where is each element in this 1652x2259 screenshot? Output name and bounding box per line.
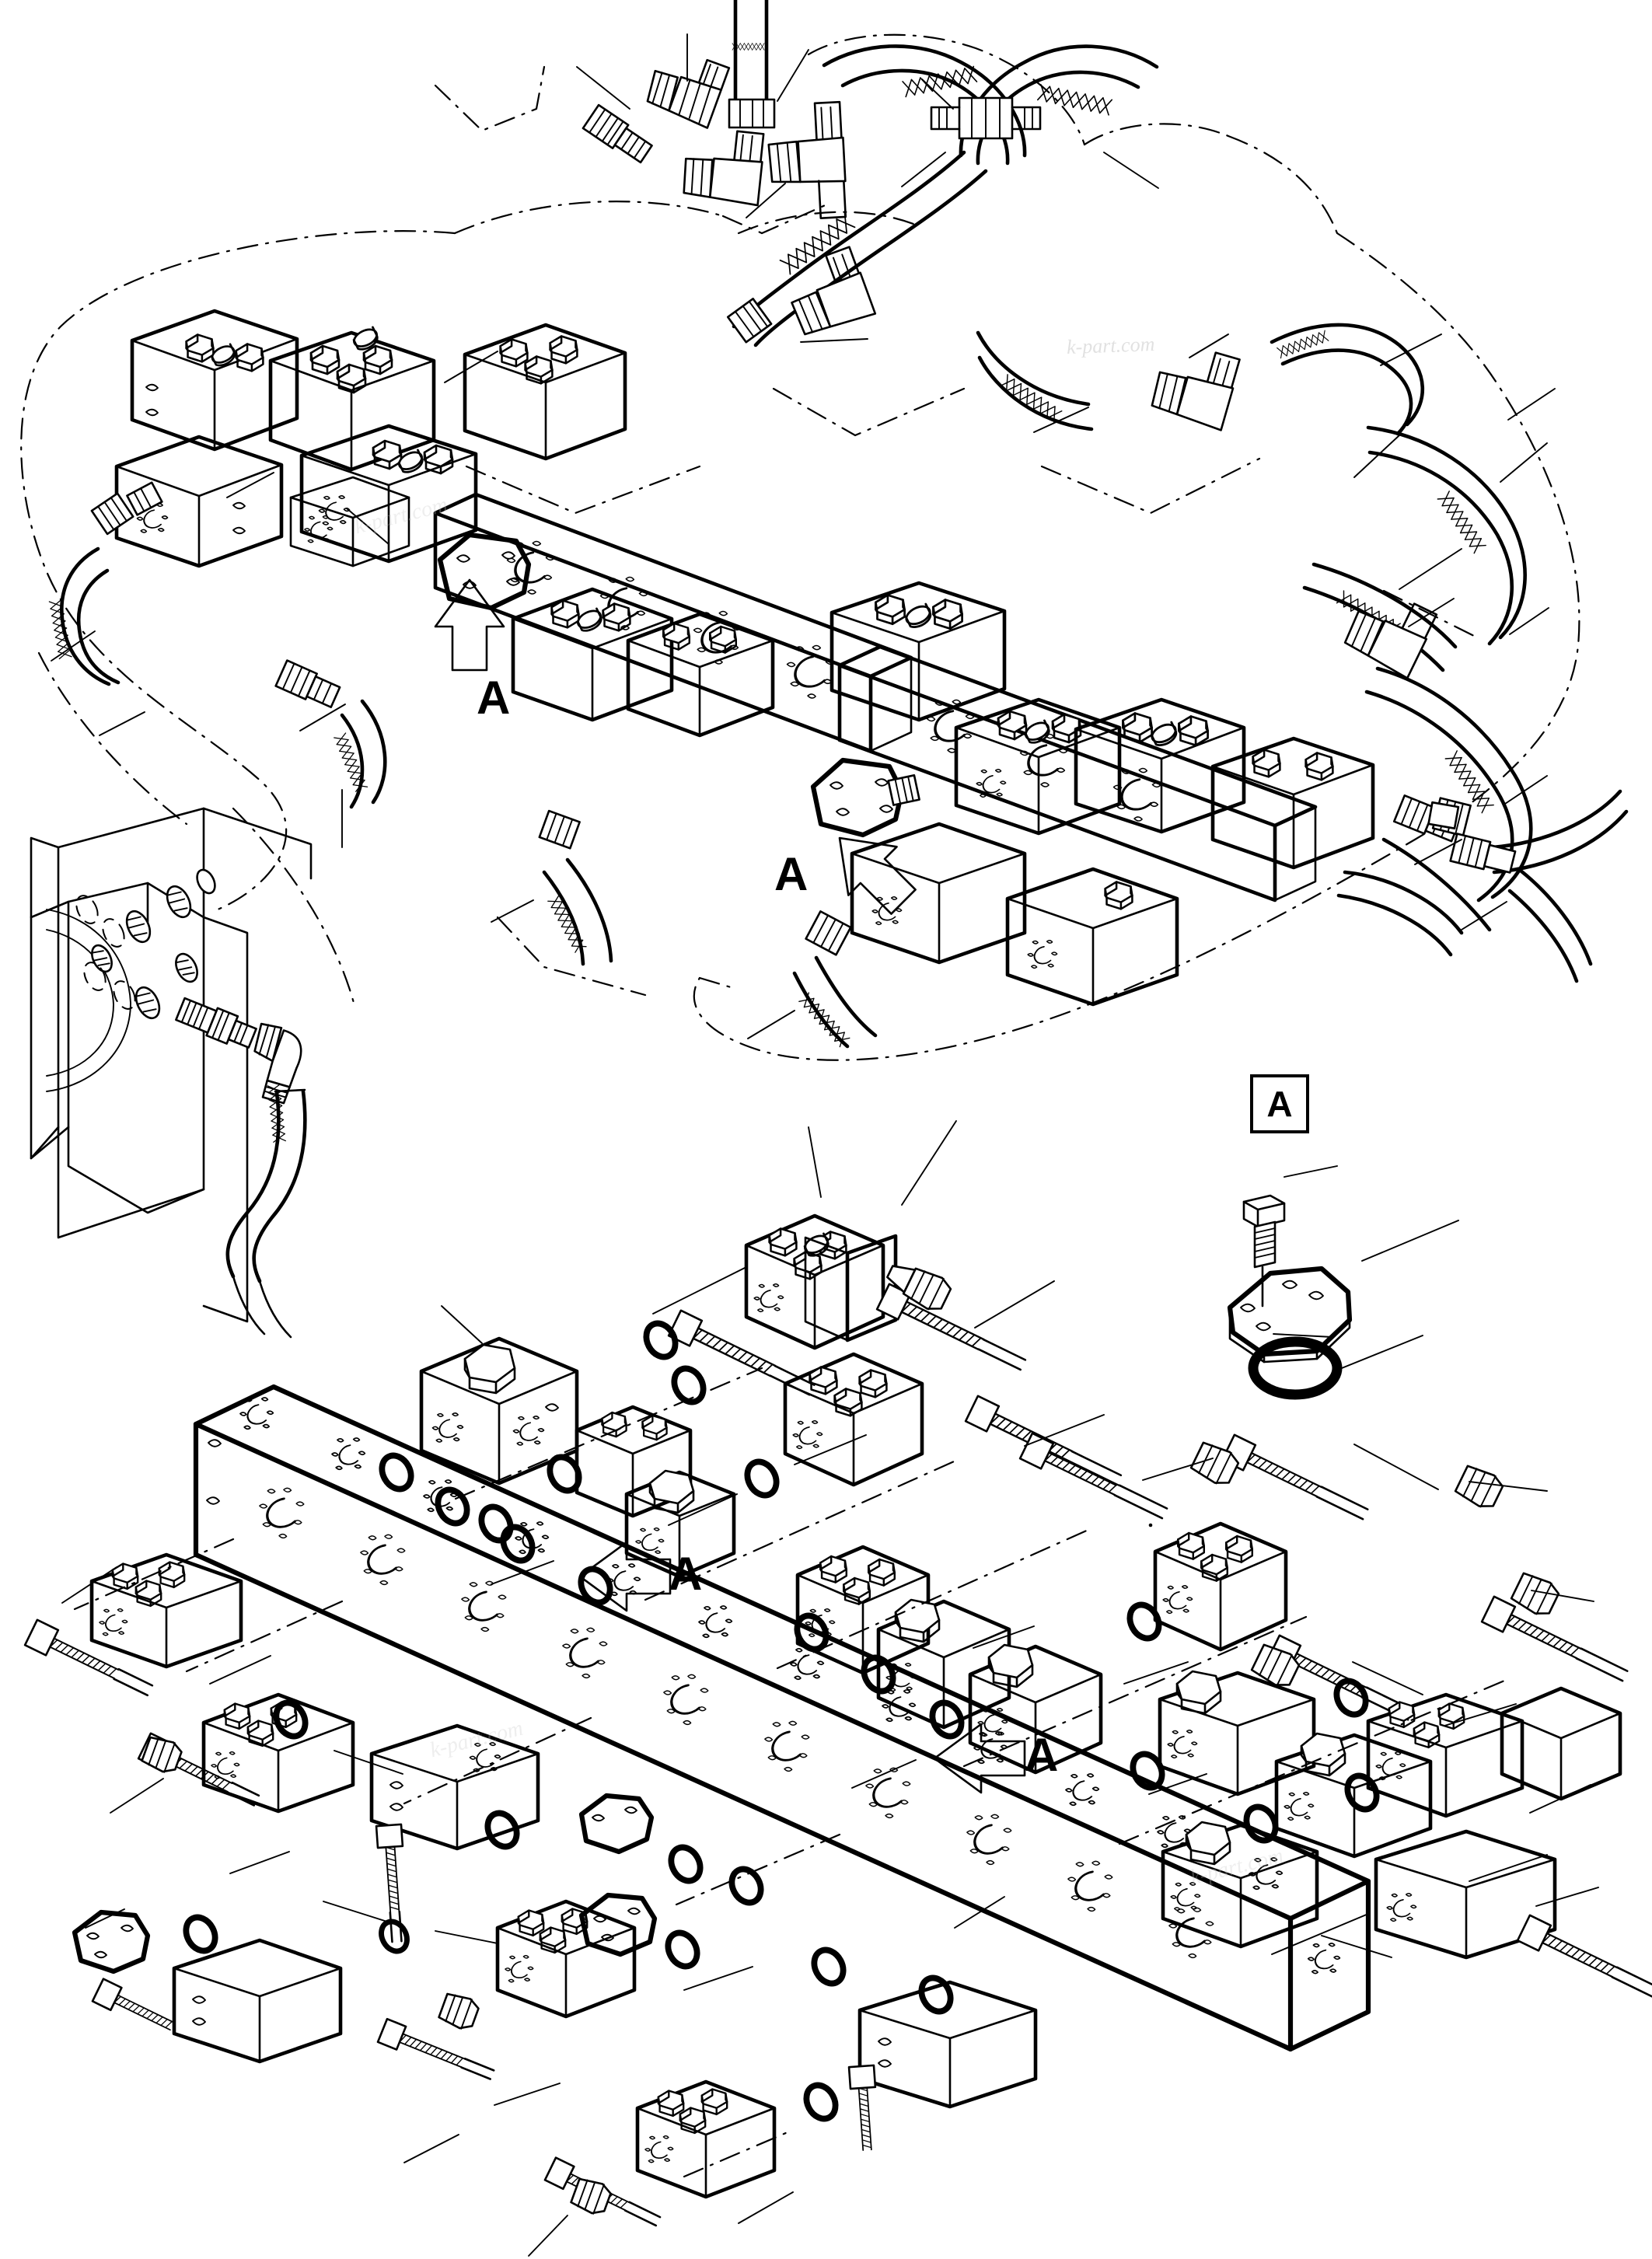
cap-screw-c1 [1018,1432,1168,1520]
detail-marker-a: A [1250,1074,1309,1133]
cartridge-valve-l3 [570,2177,612,2215]
cap-screw-l6 [543,2156,662,2227]
section-arrow-a-2 [838,836,917,915]
adapter-fitting-l1 [90,492,134,536]
cap-screw-l7 [847,2064,877,2152]
cap-screw-t1 [667,1309,816,1396]
cap-screw-c2 [1221,1433,1369,1521]
cartridge-valve-t1 [886,1265,952,1311]
detail-a-inset [1227,1165,1459,1400]
adapter-fitting-l3 [274,659,341,709]
cap-screw-l5 [376,2017,495,2080]
lower-exploded-view [23,1120,1652,2257]
cap-screw-l4 [91,1978,175,2031]
tee-fitting-6 [1343,602,1438,679]
section-arrow-a-3 [578,1541,672,1612]
phantom-frame-outline [20,33,1580,1061]
cap-screw-r2 [1516,1914,1652,1999]
upper-assembly-view [20,0,1629,1339]
cap-screw-r1 [1480,1595,1629,1682]
lower-leader-lines [61,1120,1599,2257]
adapter-fitting-l2 [126,481,163,516]
cartridge-valve-c4 [1510,1572,1560,1615]
cover-plate-l1 [72,1909,151,1974]
adapter-fitting-r3 [1427,801,1460,829]
cover-plate-l2 [578,1892,658,1957]
detail-a-o-ring [1248,1336,1343,1400]
tee-fitting-5 [1151,351,1241,431]
lower-exploded-cluster-left [23,1552,1038,2227]
lower-manifold-rail [193,1384,1371,2052]
cap-screw-l3 [375,1823,404,1943]
panel-hose-assembly [175,997,307,1339]
cap-screw-l1 [23,1618,154,1697]
section-arrow-callouts [434,578,1026,1794]
upper-manifold-rail [433,492,1318,903]
cartridge-valve-l2 [438,1992,480,2030]
section-callout-label-a: A [1025,1729,1059,1781]
lower-exploded-axis-lines [73,1367,1510,2178]
tee-fitting-4 [791,246,877,336]
section-callout-label-a: A [669,1548,703,1600]
tee-fitting-1 [646,58,731,129]
section-callout-label-a: A [774,848,809,900]
section-callout-label-a: A [477,672,511,724]
tee-fitting-3 [767,100,847,219]
lower-exploded-cluster-center [791,1432,1560,1775]
upper-valve-block-cluster-right [511,581,1375,1007]
cartridge-valve-c3 [1454,1465,1504,1508]
adapter-fitting-m2 [805,910,852,956]
cartridge-valve-c1 [1189,1441,1240,1485]
detail-a-cover-plate [1227,1266,1353,1363]
hose-end-fitting [726,298,773,344]
adapter-fitting-m1 [538,809,581,850]
upper-cover-plate-a2 [810,757,920,838]
section-arrow-a-1 [434,578,505,672]
cross-fitting [930,96,1042,140]
upper-hose-and-fitting-network [48,0,1629,1049]
tee-fitting-2 [683,130,765,207]
upper-leader-lines [51,33,1556,1039]
lower-exploded-cluster-top [376,1213,1123,1608]
cap-screw-t3 [964,1395,1123,1486]
cover-plate-l3 [578,1793,655,1855]
cartridge-valve-c2 [1250,1643,1301,1687]
lower-exploded-cluster-right [1127,1523,1652,1999]
cartridge-valve-l1 [141,1736,183,1773]
cap-screw-t2 [875,1283,1027,1371]
machine-side-panel [30,807,313,1339]
section-arrow-a-4 [933,1723,1026,1794]
adapter-fitting-r4 [1449,833,1517,874]
panel-threaded-holes [75,868,216,1020]
upper-valve-block-cluster-left [114,309,627,568]
